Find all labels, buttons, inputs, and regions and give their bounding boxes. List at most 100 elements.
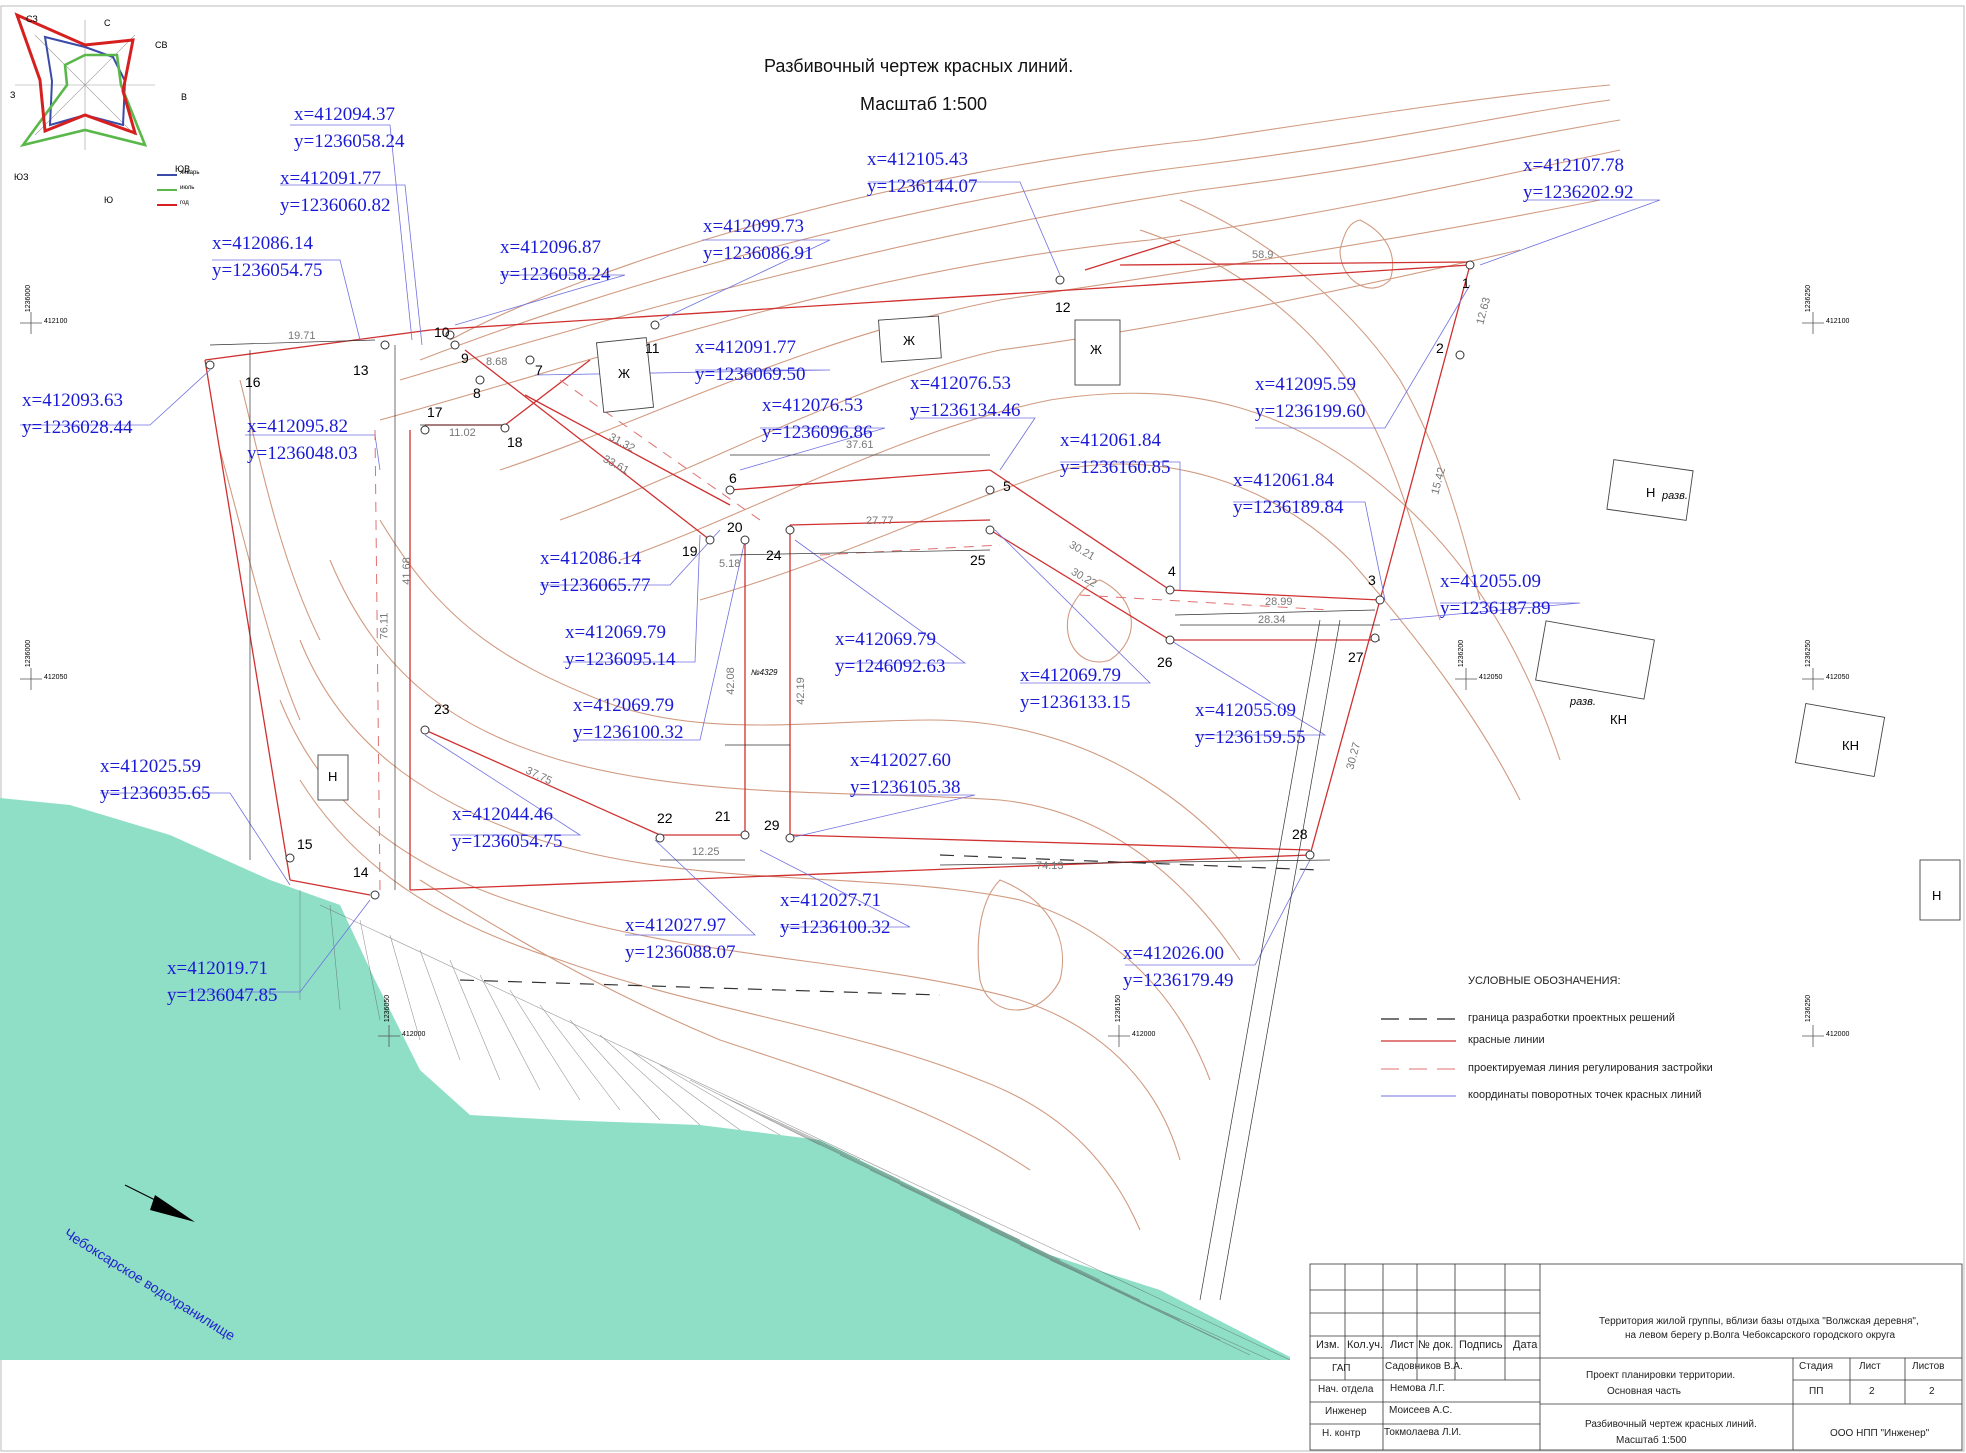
dimension-value: 5.18	[719, 558, 741, 570]
wind-rose	[14, 12, 177, 206]
grid-label: 412050	[1826, 674, 1850, 681]
stamp-company: ООО НПП "Инженер"	[1830, 1428, 1930, 1439]
dimension-value: 28.99	[1265, 596, 1293, 608]
title-block	[1309, 1263, 1963, 1451]
grid-label: 1236250	[1805, 284, 1813, 313]
point-number: 11	[645, 340, 660, 356]
buildings	[317, 315, 1961, 921]
building-label-residential: Ж	[618, 366, 631, 381]
building-label-stone: КН	[1610, 712, 1627, 727]
grid-label: 1236150	[1115, 994, 1123, 1023]
stamp-sheet-label: Лист	[1859, 1361, 1881, 1372]
wind-rose-legend-year: год	[180, 200, 189, 206]
dimension-value: 37.61	[846, 439, 874, 451]
stamp-header: Лист	[1390, 1339, 1414, 1351]
title-block-text: Изм. Кол.уч. Лист № док. Подпись Дата ГА…	[1310, 1264, 1960, 1450]
grid-label: 1236000	[25, 284, 33, 313]
point-number: 29	[764, 817, 780, 833]
point-number: 14	[353, 864, 369, 880]
wind-rose-northeast: СВ	[155, 40, 168, 50]
flow-arrow	[124, 1184, 195, 1222]
wind-rose-south: Ю	[104, 195, 114, 205]
red-lines	[204, 239, 1471, 896]
point-number: 23	[434, 701, 450, 717]
dimension-value: 76.11	[378, 612, 391, 640]
dimension-value: 58.9	[1252, 249, 1274, 261]
grid-label: 412000	[402, 1031, 426, 1038]
stamp-header: Подпись	[1459, 1339, 1503, 1351]
wind-rose-legend-july: июль	[180, 185, 195, 191]
point-number: 21	[715, 808, 731, 824]
grid-crosses	[20, 312, 1824, 1047]
grid-label: 412100	[44, 318, 68, 325]
reservoir-water	[0, 798, 1290, 1360]
stamp-sheets: 2	[1929, 1386, 1935, 1397]
dimension-value: 42.19	[794, 677, 807, 705]
point-number: 9	[461, 350, 469, 366]
stamp-name: Моисеев А.С.	[1389, 1405, 1453, 1416]
dimension-value: 41.68	[400, 557, 413, 585]
dimension-value: 27.77	[866, 515, 894, 527]
point-number: 15	[297, 836, 313, 852]
stamp-sheet: 2	[1869, 1386, 1875, 1397]
point-number: 28	[1292, 826, 1308, 842]
point-number: 8	[473, 385, 481, 401]
dimension-value: 11.02	[449, 427, 476, 439]
grid-label: 412050	[1479, 674, 1503, 681]
grid-label: 1236250	[1805, 639, 1813, 668]
point-number: 18	[507, 434, 523, 450]
stamp-sheets-label: Листов	[1912, 1361, 1945, 1372]
dimension-value: 12.25	[692, 846, 720, 858]
stamp-header: Кол.уч.	[1347, 1339, 1384, 1351]
slope-hatching	[299, 890, 1291, 1361]
project-boundary	[459, 854, 1321, 996]
building-label-nonresidential: Н	[1646, 485, 1656, 500]
building-label-nonresidential: Н	[1932, 888, 1942, 903]
grid-label: 412050	[44, 674, 68, 681]
dimension-value: 42.08	[724, 667, 737, 695]
stamp-name: Немова Л.Г.	[1390, 1383, 1446, 1394]
point-number: 17	[427, 404, 443, 420]
grid-label: 1236250	[1805, 994, 1813, 1023]
legend-title: УСЛОВНЫЕ ОБОЗНАЧЕНИЯ:	[1468, 975, 1621, 987]
point-number: 20	[727, 519, 743, 535]
stamp-header: № док.	[1418, 1339, 1454, 1351]
turn-point-markers	[205, 260, 1475, 900]
stamp-doc: Проект планировки территории.	[1586, 1370, 1736, 1381]
stamp-stage: ПП	[1809, 1386, 1824, 1397]
point-number: 5	[1003, 478, 1011, 494]
benchmark-label: №4329	[751, 668, 778, 677]
point-number: 12	[1055, 299, 1071, 315]
grid-label: 1236000	[25, 639, 33, 668]
stamp-role: ГАП	[1332, 1363, 1351, 1374]
building-label-residential: Ж	[1090, 342, 1103, 357]
dimension-value: 19.71	[288, 330, 316, 342]
regulation-lines	[374, 379, 1331, 891]
building-label-stone: КН	[1842, 738, 1859, 753]
stamp-header: Изм.	[1316, 1339, 1340, 1351]
dimension-value: 74.13	[1036, 860, 1064, 872]
grid-label: 412000	[1132, 1031, 1156, 1038]
point-number: 22	[657, 810, 673, 826]
dimension-value: 28.34	[1258, 614, 1286, 626]
stamp-name: Садовников В.А.	[1385, 1361, 1463, 1372]
point-number: 16	[245, 374, 261, 390]
stamp-role: Нач. отдела	[1318, 1384, 1374, 1395]
